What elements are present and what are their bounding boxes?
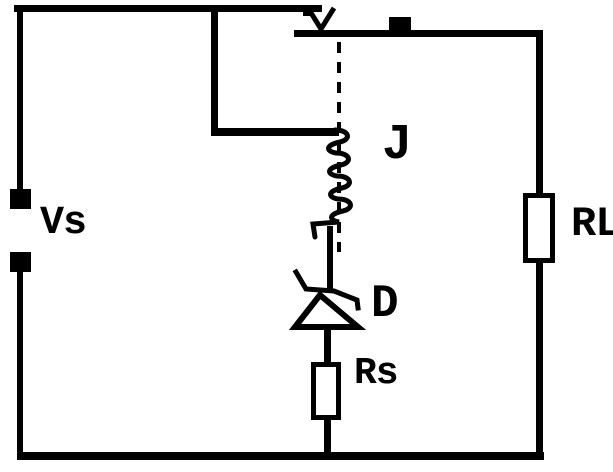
coil-to-diode-wire [327, 226, 333, 292]
source-terminal-bottom [10, 252, 31, 272]
series-resistor-box [311, 362, 341, 420]
contact-terminal-square [389, 17, 411, 37]
label-series-resistor: Rs [354, 352, 399, 395]
diode-triangle [288, 290, 367, 330]
relay-contact-bar [294, 30, 543, 37]
label-source: Vs [40, 201, 87, 246]
wire-left-upper [17, 5, 23, 191]
wire-right-lower [536, 258, 543, 456]
branch-wire-horizontal [211, 128, 339, 136]
branch-wire-vertical [211, 5, 218, 135]
source-terminal-top [10, 189, 31, 209]
wire-bottom [17, 452, 544, 460]
diode-cathode-bar [292, 268, 361, 311]
label-diode: D [371, 278, 399, 330]
diode-to-resistor-wire [324, 324, 331, 364]
load-resistor-box [523, 193, 555, 263]
wire-top [14, 5, 322, 12]
relay-coil-icon [310, 127, 353, 240]
label-load-resistor: RL [571, 200, 613, 248]
resistor-to-bottom-wire [324, 418, 331, 458]
wire-left-lower [17, 269, 23, 459]
wire-right-upper [536, 30, 543, 195]
label-coil: J [382, 117, 412, 174]
